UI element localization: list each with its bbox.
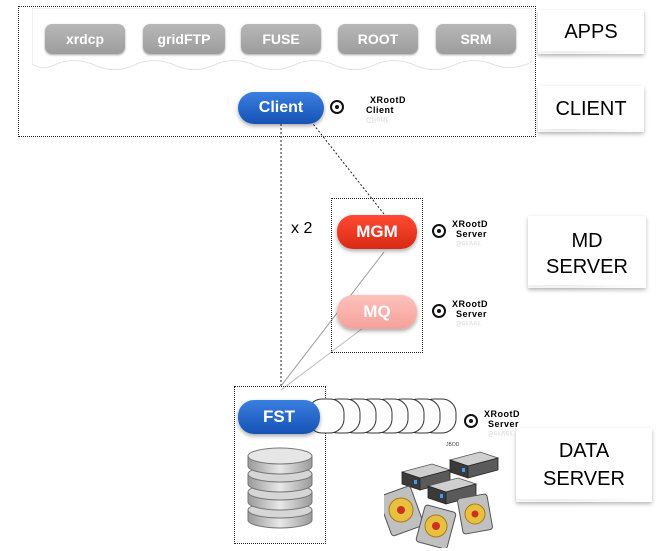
xrootd-server-logo-fst: XRootD Server Server — [464, 409, 544, 438]
xrootd-server-logo-line2: Server — [456, 309, 488, 319]
xrootd-server-logo-line2: Server — [488, 419, 520, 429]
xrootd-server-logo-reflection: Server — [456, 239, 481, 248]
label-data-server-line1: DATA — [558, 440, 610, 462]
app-xrdcp: xrdcp — [45, 24, 125, 54]
xrootd-logo-icon — [464, 414, 478, 428]
client-node: Client — [238, 92, 324, 124]
xrootd-server-logo-reflection: Server — [488, 429, 513, 438]
jbod-disk-array-icon — [384, 451, 500, 548]
xrootd-client-logo-line2: Client — [366, 105, 395, 115]
label-data-server-line2: SERVER — [543, 468, 625, 490]
xrootd-logo-icon — [432, 304, 446, 318]
xrootd-server-logo-line1: XRootD — [484, 409, 520, 419]
label-md-server: MD SERVER — [528, 216, 646, 291]
xrootd-server-logo-line1: XRootD — [452, 219, 488, 229]
mgm-node: MGM — [337, 215, 417, 249]
xrootd-logo-icon — [432, 224, 446, 238]
xrootd-server-logo-reflection: Server — [456, 319, 481, 328]
xrootd-client-logo-reflection: Client — [366, 115, 389, 124]
app-srm: SRM — [436, 24, 516, 54]
xrootd-client-logo-line1: XRootD — [370, 95, 406, 105]
app-fuse: FUSE — [241, 24, 321, 54]
client-layer-box — [18, 6, 536, 137]
label-md-server-line2: SERVER — [546, 256, 628, 278]
label-client: CLIENT — [538, 86, 644, 135]
app-root: ROOT — [338, 24, 418, 54]
app-gridftp: gridFTP — [143, 24, 225, 54]
label-apps: APPS — [538, 10, 644, 57]
label-md-server-line1: MD — [571, 230, 603, 252]
mq-node: MQ — [337, 295, 417, 329]
xrootd-server-logo-line2: Server — [456, 229, 488, 239]
xrootd-server-logo-mgm: XRootD Server Server — [432, 219, 512, 248]
label-data-server: DATA SERVER — [516, 428, 652, 505]
multiplier-label: x 2 — [291, 220, 313, 237]
xrootd-server-logo-mq: XRootD Server Server — [432, 299, 512, 328]
fst-box — [234, 386, 326, 544]
xrootd-logo-icon — [330, 100, 344, 114]
database-icon — [247, 447, 313, 529]
md-server-box — [331, 198, 423, 353]
xrootd-server-logo-line1: XRootD — [452, 299, 488, 309]
jbod-label: JBOD — [446, 442, 460, 448]
xrootd-client-logo: XRootD Client Client — [330, 95, 420, 124]
fst-node: FST — [238, 400, 320, 434]
